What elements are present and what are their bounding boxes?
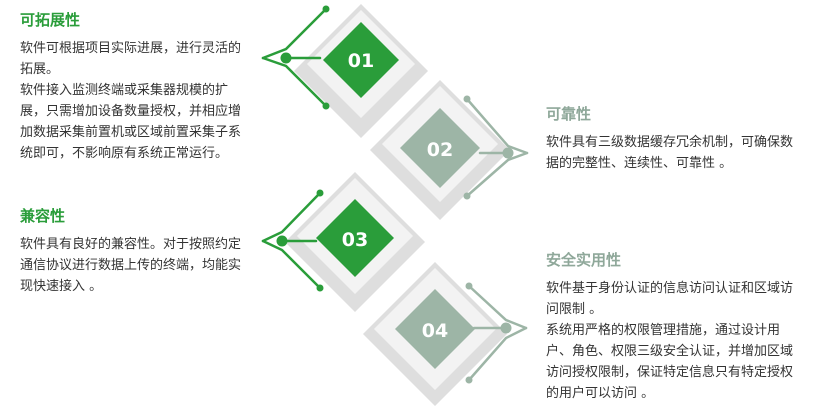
feature-description: 软件具有良好的兼容性。对于按照约定通信协议进行数据上传的终端，均能实现快速接入 … [20,237,242,294]
diamond-number: 04 [422,320,448,342]
feature-reliability: 可靠性 软件具有三级数据缓存冗余机制，可确保数据的完整性、连续性、可靠性 。 [546,104,804,174]
feature-title: 可靠性 [546,105,592,123]
feature-compatibility: 兼容性 软件具有良好的兼容性。对于按照约定通信协议进行数据上传的终端，均能实现快… [20,206,248,297]
diamond-fill [395,289,475,369]
diamond-02: 02 [370,80,529,220]
feature-description: 软件接入监测终端或采集器规模的扩展，只需增加设备数量授权，并相应增加数据采集前置… [20,83,242,161]
diamond-number: 01 [348,50,374,72]
diamond-fill [316,199,394,277]
feature-description: 软件可根据项目实际进展，进行灵活的拓展。 [20,41,242,77]
feature-title: 兼容性 [20,207,66,225]
feature-security: 安全实用性 软件基于身份认证的信息访问认证和区域访问限制 。 系统用严格的权限管… [546,250,804,404]
feature-description: 系统用严格的权限管理措施，通过设计用户、角色、权限三级安全认证，并增加区域访问授… [546,323,794,401]
feature-description: 软件具有三级数据缓存冗余机制，可确保数据的完整性、连续性、可靠性 。 [546,135,794,171]
diamond-fill [400,108,480,188]
diamond-number: 02 [427,139,453,161]
feature-title: 可拓展性 [20,11,81,29]
diamond-number: 03 [342,229,368,251]
diamond-01: 01 [261,4,428,138]
feature-scalability: 可拓展性 软件可根据项目实际进展，进行灵活的拓展。 软件接入监测终端或采集器规模… [20,10,248,164]
diamond-fill [323,22,399,98]
feature-description: 软件基于身份认证的信息访问认证和区域访问限制 。 [546,281,794,317]
feature-title: 安全实用性 [546,251,622,269]
connector-icon [261,7,328,108]
connector-icon [261,191,322,290]
diamond-04: 04 [363,262,528,406]
diamond-03: 03 [261,172,425,312]
